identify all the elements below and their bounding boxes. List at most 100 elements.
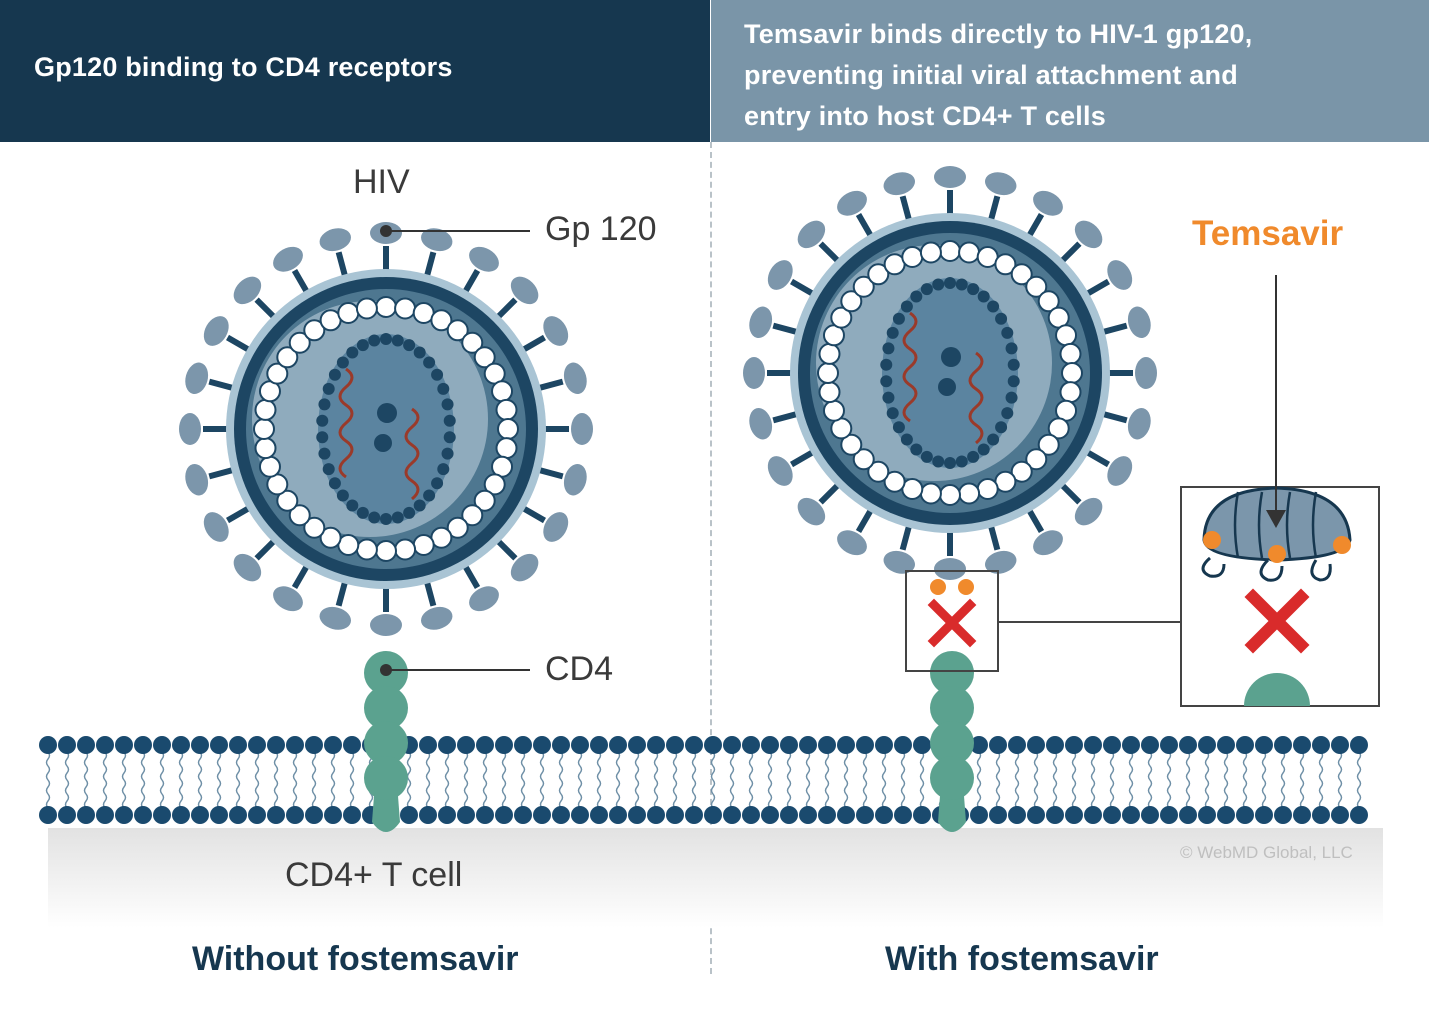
matrix-protein	[958, 241, 981, 264]
lipid-head	[39, 736, 57, 754]
lipid-tail	[102, 765, 108, 781]
lipid-head	[894, 806, 912, 824]
capsid-protein	[346, 499, 359, 512]
gp120-loop	[1201, 556, 1226, 578]
lipid-head	[1008, 806, 1026, 824]
temsavir-molecule	[930, 579, 946, 595]
capsid-protein	[932, 455, 945, 468]
lipid-tail	[1318, 751, 1324, 767]
capsid-protein	[944, 277, 956, 289]
lipid-head	[856, 736, 874, 754]
capsid-protein	[403, 506, 416, 519]
capsid-protein	[1005, 391, 1018, 404]
capsid-protein	[431, 477, 444, 490]
gp120-spike	[469, 586, 499, 612]
lipid-head	[799, 736, 817, 754]
lipid-tail	[577, 779, 583, 795]
gp120-spike	[319, 606, 351, 630]
lipid-tail	[273, 793, 279, 809]
lipid-tail	[1242, 751, 1248, 767]
gp120-spike	[1033, 530, 1063, 556]
matrix-protein	[461, 504, 484, 527]
lipid-tail	[330, 765, 336, 781]
matrix-protein	[483, 473, 506, 496]
lipid-head	[989, 806, 1007, 824]
capsid-protein	[336, 356, 349, 369]
temsavir-molecule	[1203, 531, 1221, 549]
matrix-protein	[1061, 362, 1083, 384]
lipid-head	[723, 806, 741, 824]
lipid-head	[666, 736, 684, 754]
lipid-head	[172, 736, 190, 754]
lipid-head	[438, 736, 456, 754]
lipid-tail	[1185, 751, 1191, 767]
capsid-protein	[437, 463, 450, 476]
lipid-tail	[1280, 793, 1286, 809]
lipid-head	[419, 736, 437, 754]
lipid-tail	[1128, 793, 1134, 809]
capsid-protein	[882, 342, 895, 355]
lipid-tail	[1071, 751, 1077, 767]
gp120-spike	[273, 246, 303, 272]
capsid-protein	[995, 312, 1008, 325]
lipid-tail	[653, 765, 659, 781]
lipid-tail	[463, 765, 469, 781]
lipid-head	[324, 736, 342, 754]
lipid-tail	[1147, 765, 1153, 781]
lipid-tail	[710, 765, 716, 781]
lipid-head	[1046, 736, 1064, 754]
hiv-virus-right	[743, 166, 1157, 580]
lipid-tail	[45, 779, 51, 795]
lipid-tail	[691, 765, 697, 781]
lipid-head	[1293, 736, 1311, 754]
lipid-head	[305, 806, 323, 824]
lipid-tail	[1052, 793, 1058, 809]
lipid-head	[742, 806, 760, 824]
cd4-receptor-left	[364, 651, 408, 832]
lipid-head	[58, 806, 76, 824]
matrix-protein	[394, 297, 417, 320]
lipid-tail	[216, 751, 222, 767]
lipid-head	[248, 806, 266, 824]
lipid-tail	[349, 779, 355, 795]
lipid-tail	[273, 765, 279, 781]
lipid-tail	[805, 793, 811, 809]
lipid-tail	[824, 779, 830, 795]
gp120-spike	[1127, 306, 1151, 338]
gp120-spike	[1107, 456, 1133, 486]
lipid-tail	[862, 765, 868, 781]
lipid-head	[495, 736, 513, 754]
gp120-spike	[1033, 190, 1063, 216]
lipid-tail	[425, 793, 431, 809]
lipid-tail	[900, 779, 906, 795]
lipid-tail	[1014, 779, 1020, 795]
lipid-head	[818, 806, 836, 824]
lipid-tail	[1033, 765, 1039, 781]
lipid-head	[153, 736, 171, 754]
capsid-protein	[441, 398, 454, 411]
lipid-head	[590, 736, 608, 754]
gp120-spike	[203, 316, 229, 346]
lipid-head	[134, 806, 152, 824]
lipid-tail	[482, 779, 488, 795]
capsid-protein	[1005, 342, 1018, 355]
lipid-head	[514, 806, 532, 824]
lipid-tail	[653, 779, 659, 795]
lipid-tail	[197, 751, 203, 767]
lipid-tail	[1014, 793, 1020, 809]
zoom-inset	[1180, 275, 1380, 707]
matrix-protein	[840, 433, 863, 456]
lipid-tail	[273, 779, 279, 795]
caption-with: With fostemsavir	[885, 940, 1159, 978]
gp120-spike	[185, 362, 209, 394]
lipid-head	[628, 736, 646, 754]
capsid-protein	[920, 283, 933, 296]
lipid-tail	[1299, 765, 1305, 781]
lipid-tail	[235, 765, 241, 781]
matrix-protein	[497, 418, 519, 440]
lipid-tail	[881, 765, 887, 781]
lipid-head	[1312, 806, 1330, 824]
gp120-spike	[563, 362, 587, 394]
lipid-tail	[672, 765, 678, 781]
lipid-tail	[1147, 751, 1153, 767]
